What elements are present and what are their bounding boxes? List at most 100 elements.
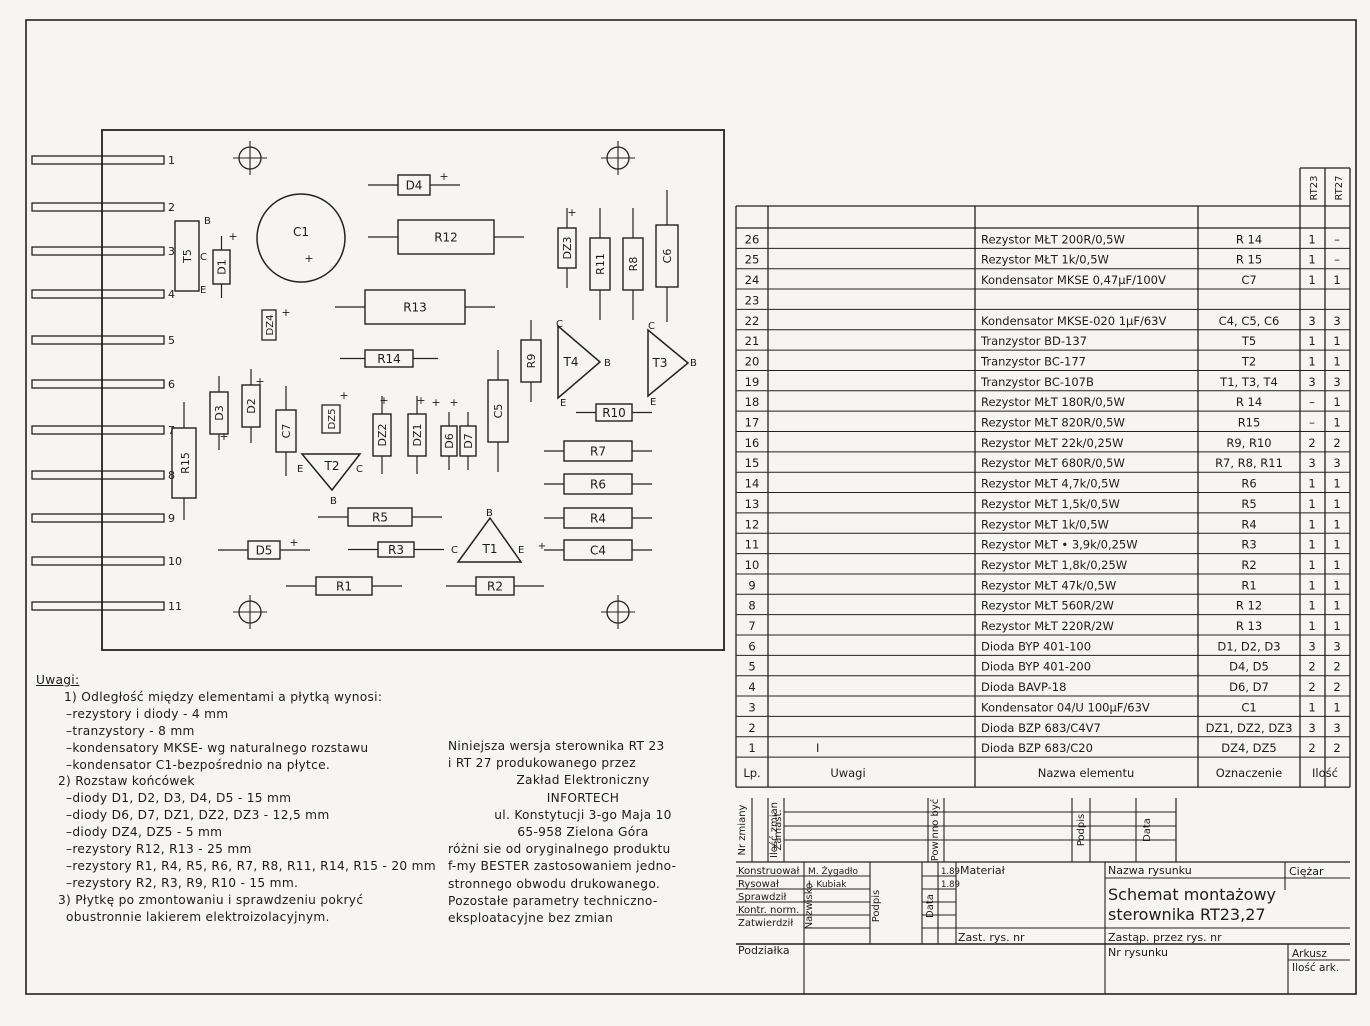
rev-label-powinno-byc: Powinno być bbox=[929, 799, 941, 862]
row-oznaczenie: C7 bbox=[1241, 273, 1256, 287]
note-line: –kondensator C1-bezpośrednio na płytce. bbox=[66, 757, 331, 772]
row-qty-rt27: 3 bbox=[1333, 375, 1340, 389]
polarity-plus: + bbox=[228, 230, 237, 243]
tb-date: 1.89 bbox=[941, 867, 960, 877]
row-nazwa: Rezystor MŁT 1,8k/0,25W bbox=[981, 558, 1127, 572]
pin-5 bbox=[31, 335, 165, 345]
component-label: DZ2 bbox=[376, 423, 389, 446]
pin-4 bbox=[31, 289, 165, 299]
row-nazwa: Dioda BZP 683/C20 bbox=[981, 741, 1093, 755]
note-line: –tranzystory - 8 mm bbox=[66, 723, 195, 738]
tb-name: I. Kubiak bbox=[808, 880, 847, 890]
row-qty-rt27: 1 bbox=[1333, 517, 1340, 531]
tb-ciezar: Ciężar bbox=[1289, 865, 1324, 878]
drawing-title: Schemat montażowy bbox=[1108, 885, 1276, 904]
tb-material: Materiał bbox=[960, 864, 1006, 877]
component-label: R7 bbox=[590, 445, 606, 459]
component-label: R4 bbox=[590, 512, 606, 526]
component-label: T5 bbox=[181, 249, 194, 264]
row-nazwa: Rezystor MŁT 820R/0,5W bbox=[981, 416, 1125, 430]
row-oznaczenie: R1 bbox=[1241, 578, 1256, 592]
note-line: obustronnie lakierem elektroizolacyjnym. bbox=[66, 909, 330, 924]
row-nazwa: Rezystor MŁT 22k/0,25W bbox=[981, 436, 1124, 450]
component-D7 bbox=[459, 425, 477, 457]
component-D3 bbox=[209, 391, 229, 435]
pin-2 bbox=[31, 202, 165, 212]
row-oznaczenie: R2 bbox=[1241, 558, 1256, 572]
column-code: RT27 bbox=[1334, 175, 1345, 200]
row-lp: 21 bbox=[745, 334, 760, 348]
row-nazwa: Rezystor MŁT 47k/0,5W bbox=[981, 578, 1116, 592]
header-lp: Lp. bbox=[743, 766, 760, 780]
pin-number: 6 bbox=[168, 378, 175, 391]
row-oznaczenie: R 14 bbox=[1236, 395, 1262, 409]
row-qty-rt27: 1 bbox=[1333, 700, 1340, 714]
row-qty-rt23: 1 bbox=[1308, 477, 1315, 491]
row-nazwa: Rezystor MŁT 4,7k/0,5W bbox=[981, 477, 1120, 491]
row-oznaczenie: R9, R10 bbox=[1226, 436, 1271, 450]
row-qty-rt23: 1 bbox=[1308, 354, 1315, 368]
row-lp: 17 bbox=[745, 416, 760, 430]
component-label: R1 bbox=[336, 580, 352, 594]
header-ilosc: Ilość bbox=[1312, 766, 1338, 780]
row-qty-rt27: 3 bbox=[1333, 456, 1340, 470]
row-qty-rt27: 1 bbox=[1333, 334, 1340, 348]
header-oznaczenie: Oznaczenie bbox=[1216, 766, 1282, 780]
note-line: 1) Odległość między elementami a płytką … bbox=[64, 689, 383, 704]
info-line: i RT 27 produkowanego przez bbox=[448, 756, 636, 771]
note-line: –rezystory R12, R13 - 25 mm bbox=[66, 842, 252, 857]
pin-letter: C bbox=[648, 321, 655, 332]
pin-letter: B bbox=[204, 216, 211, 227]
row-qty-rt27: 1 bbox=[1333, 497, 1340, 511]
tb-ilosc-ark: Ilość ark. bbox=[1292, 962, 1339, 974]
transistor-t2 bbox=[300, 453, 362, 492]
tb-zast-rys: Zast. rys. nr bbox=[958, 931, 1025, 944]
row-lp: 10 bbox=[745, 558, 760, 572]
row-nazwa: Rezystor MŁT 1k/0,5W bbox=[981, 253, 1109, 267]
polarity-plus: + bbox=[255, 375, 264, 388]
row-lp: 6 bbox=[748, 639, 755, 653]
row-nazwa: Tranzystor BC-177 bbox=[980, 354, 1086, 368]
row-qty-rt27: 1 bbox=[1333, 395, 1340, 409]
info-line: Niniejsza wersja sterownika RT 23 bbox=[448, 739, 665, 753]
row-qty-rt23: 3 bbox=[1308, 375, 1315, 389]
row-qty-rt23: – bbox=[1309, 395, 1315, 409]
row-lp: 16 bbox=[745, 436, 760, 450]
row-lp: 3 bbox=[748, 700, 755, 714]
row-oznaczenie: T1, T3, T4 bbox=[1219, 375, 1278, 389]
row-lp: 25 bbox=[745, 253, 760, 267]
row-oznaczenie: D4, D5 bbox=[1229, 660, 1269, 674]
pin-letter: C bbox=[556, 319, 563, 330]
component-DZ1 bbox=[407, 413, 427, 457]
tb-role: Kontr. norm. bbox=[738, 905, 799, 916]
component-C4 bbox=[563, 539, 633, 561]
polarity-plus: + bbox=[431, 396, 440, 409]
row-qty-rt23: 1 bbox=[1308, 334, 1315, 348]
pin-letter: B bbox=[486, 508, 493, 519]
tb-role: Rysował bbox=[738, 879, 779, 890]
row-lp: 9 bbox=[748, 578, 755, 592]
component-R13 bbox=[364, 289, 466, 325]
diode-dz5 bbox=[321, 404, 341, 434]
rev-label-zamast: Zamast. bbox=[773, 809, 784, 850]
tb-nr-rysunku: Nr rysunku bbox=[1108, 946, 1168, 959]
row-oznaczenie: D1, D2, D3 bbox=[1217, 639, 1280, 653]
info-line: różni sie od oryginalnego produktu bbox=[448, 842, 671, 857]
row-nazwa: Dioda BYP 401-200 bbox=[981, 660, 1091, 674]
rev-label-nr-zmiany: Nr zmiany bbox=[737, 804, 748, 855]
pin-letter: B bbox=[604, 358, 611, 369]
row-qty-rt23: 2 bbox=[1308, 741, 1315, 755]
row-nazwa: Rezystor MŁT 220R/2W bbox=[981, 619, 1114, 633]
row-lp: 4 bbox=[748, 680, 755, 694]
row-qty-rt27: 1 bbox=[1333, 273, 1340, 287]
row-lp: 22 bbox=[745, 314, 760, 328]
diode-dz4 bbox=[261, 309, 277, 341]
component-D5 bbox=[247, 540, 281, 560]
